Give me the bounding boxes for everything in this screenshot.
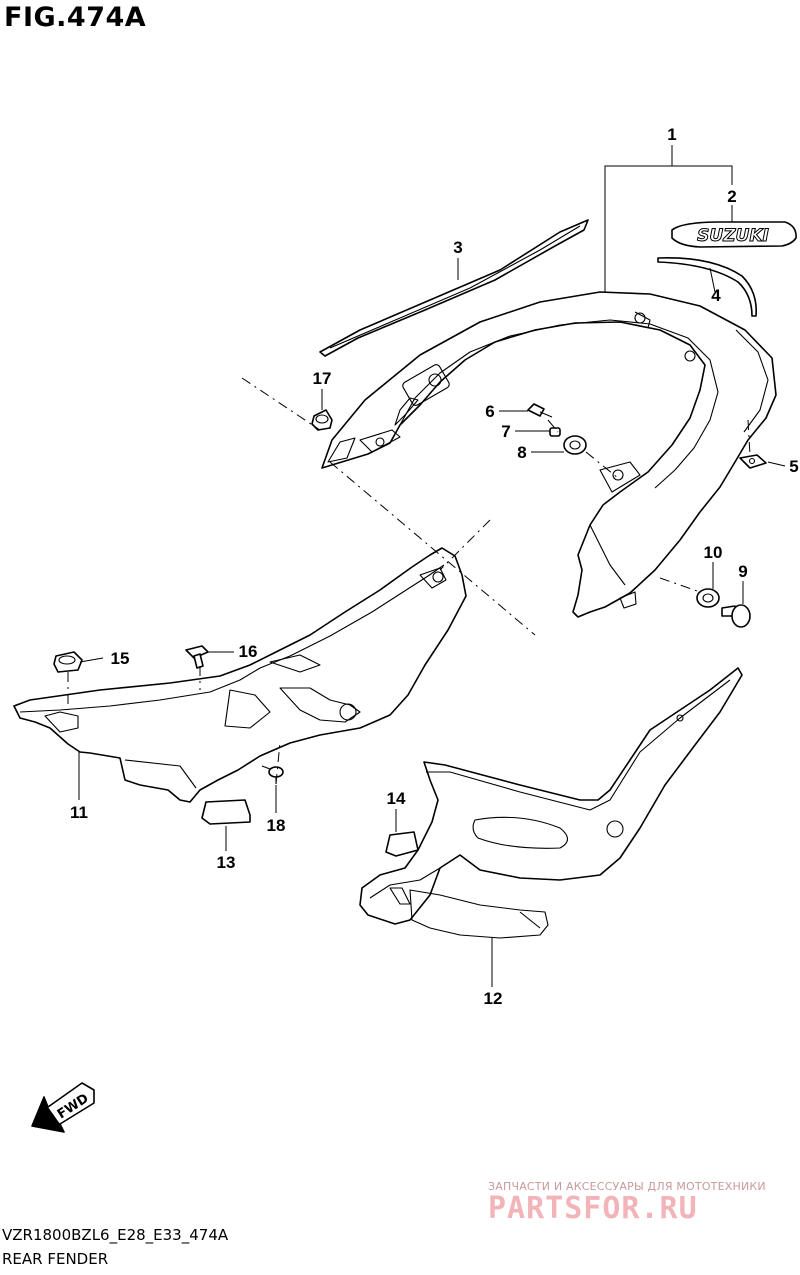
watermark-brand: PARTSFOR.RU — [488, 1191, 698, 1226]
callout-16: 16 — [239, 642, 258, 661]
callout-9: 9 — [738, 562, 747, 581]
alignment-lines — [67, 377, 751, 785]
part-12-side-cover — [359, 667, 743, 939]
part-6-screw — [527, 403, 553, 418]
part-2-suzuki-emblem: SUZUKI — [671, 221, 797, 248]
callout-17: 17 — [313, 369, 332, 388]
callout-2: 2 — [727, 187, 736, 206]
callout-14: 14 — [387, 789, 406, 808]
part-9-bolt — [721, 604, 751, 628]
callout-7: 7 — [501, 422, 510, 441]
callout-3: 3 — [453, 238, 462, 257]
model-code: VZR1800BZL6_E28_E33_474A — [2, 1226, 229, 1244]
part-16-push-rivet — [185, 645, 209, 669]
callout-13: 13 — [217, 853, 236, 872]
part-10-cushion — [696, 588, 720, 608]
callout-18: 18 — [267, 816, 286, 835]
part-4-trim-strip — [657, 257, 758, 317]
callout-11: 11 — [70, 803, 88, 822]
figure-title: FIG.474A — [4, 2, 147, 33]
callout-10: 10 — [704, 543, 723, 562]
watermark-tagline: ЗАПЧАСТИ И АКСЕССУАРЫ ДЛЯ МОТОТЕХНИКИ — [488, 1180, 766, 1193]
part-5-clip-nut — [739, 454, 767, 469]
callout-15: 15 — [111, 649, 130, 668]
part-7-collar — [549, 427, 561, 437]
part-15-grommet — [53, 651, 83, 673]
part-3-side-stripe — [319, 219, 589, 357]
watermark: ЗАПЧАСТИ И АКСЕССУАРЫ ДЛЯ МОТОТЕХНИКИ PA… — [488, 1180, 788, 1226]
callout-12: 12 — [484, 989, 503, 1008]
part-18-screw — [261, 765, 284, 784]
part-1-rear-cowl — [321, 291, 777, 618]
callout-6: 6 — [485, 402, 494, 421]
callout-4: 4 — [711, 286, 721, 305]
part-8-grommet — [563, 435, 587, 455]
section-name: REAR FENDER — [2, 1250, 109, 1268]
part-13-pad — [201, 799, 251, 825]
part-14-pad — [385, 831, 419, 857]
part-11-lower-fender — [13, 547, 467, 803]
callout-1: 1 — [667, 125, 676, 144]
part-17-cushion — [311, 409, 333, 431]
callout-8: 8 — [517, 443, 526, 462]
leader-lines — [78, 145, 786, 987]
fwd-arrow-icon: FWD — [31, 1082, 95, 1133]
emblem-text: SUZUKI — [697, 226, 769, 246]
callout-5: 5 — [789, 457, 798, 476]
callout-labels: 1 2 3 4 5 6 7 8 9 10 11 12 13 14 15 16 1… — [70, 125, 799, 1008]
